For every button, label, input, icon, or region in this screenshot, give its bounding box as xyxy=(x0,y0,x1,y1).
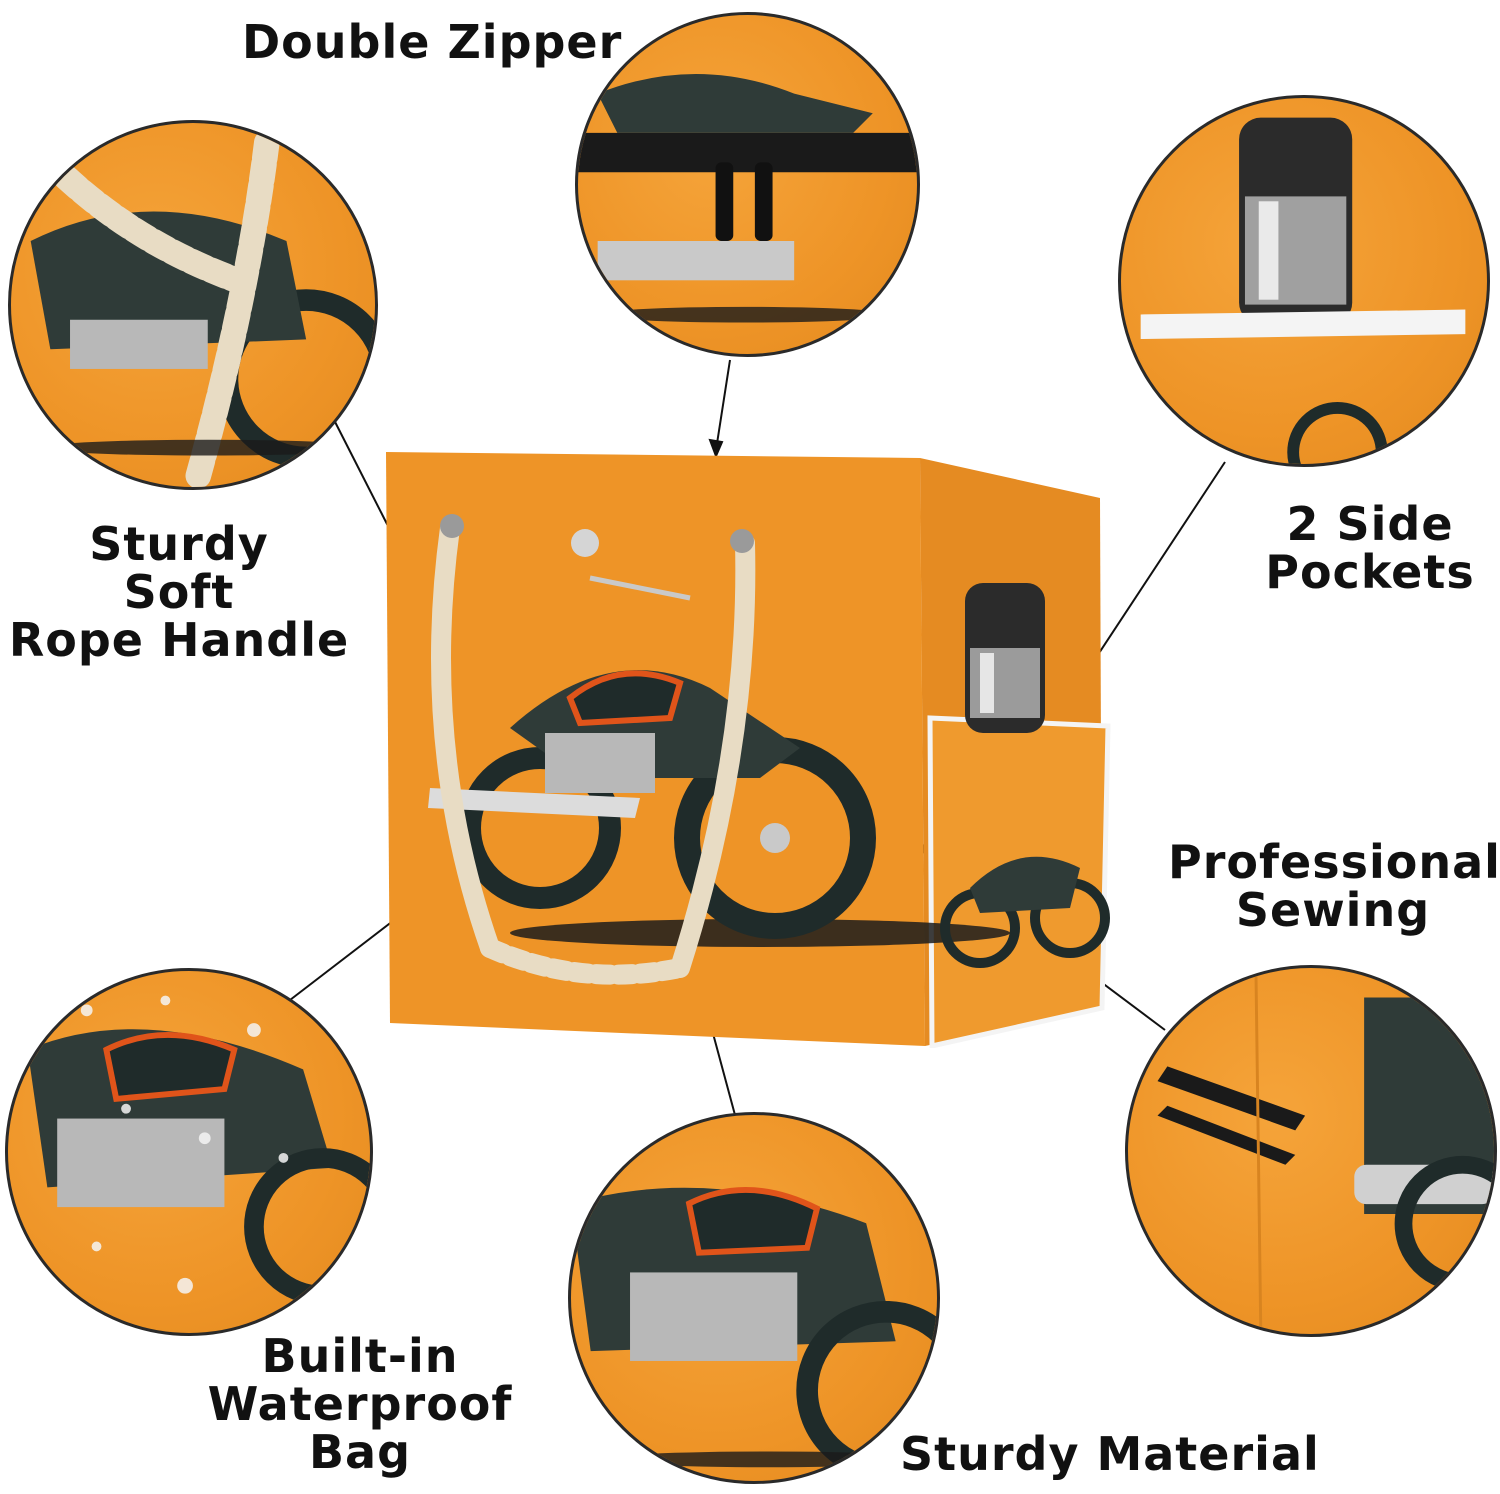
label-rope-handle-line1: Sturdy xyxy=(89,517,269,571)
detail-circle-zipper xyxy=(575,12,920,357)
label-double-zipper: Double Zipper xyxy=(242,15,623,69)
label-side-pockets: 2 Side Pockets xyxy=(1250,500,1490,596)
label-sturdy-material: Sturdy Material xyxy=(900,1427,1320,1481)
label-waterproof-bag-line3: Bag xyxy=(308,1425,412,1479)
detail-circle-sturdy-material xyxy=(568,1112,940,1484)
leader-zipper xyxy=(715,359,731,451)
label-waterproof-bag-line1: Built-in xyxy=(261,1329,459,1383)
rope-handle-icon xyxy=(431,518,756,985)
label-professional-sewing-line1: Professional xyxy=(1168,835,1500,889)
detail-circle-waterproof xyxy=(5,968,373,1336)
label-waterproof-bag: Built-in Waterproof Bag xyxy=(200,1332,520,1476)
label-rope-handle-line2: Soft xyxy=(123,565,235,619)
tote-bag-image xyxy=(380,448,1120,1048)
label-waterproof-bag-line2: Waterproof xyxy=(207,1377,513,1431)
detail-circle-professional-sewing xyxy=(1125,965,1497,1337)
label-professional-sewing-line2: Sewing xyxy=(1235,883,1431,937)
zipper-icon xyxy=(715,162,773,241)
label-side-pockets-line2: Pockets xyxy=(1265,545,1475,599)
water-bottle-icon xyxy=(965,583,1045,733)
label-professional-sewing: Professional Sewing xyxy=(1168,835,1500,937)
detail-circle-side-pocket xyxy=(1118,95,1490,467)
label-rope-handle-line3: Rope Handle xyxy=(8,613,350,667)
detail-circle-rope-handle xyxy=(8,120,378,490)
label-side-pockets-line1: 2 Side xyxy=(1286,497,1454,551)
label-rope-handle: Sturdy Soft Rope Handle xyxy=(4,520,354,664)
